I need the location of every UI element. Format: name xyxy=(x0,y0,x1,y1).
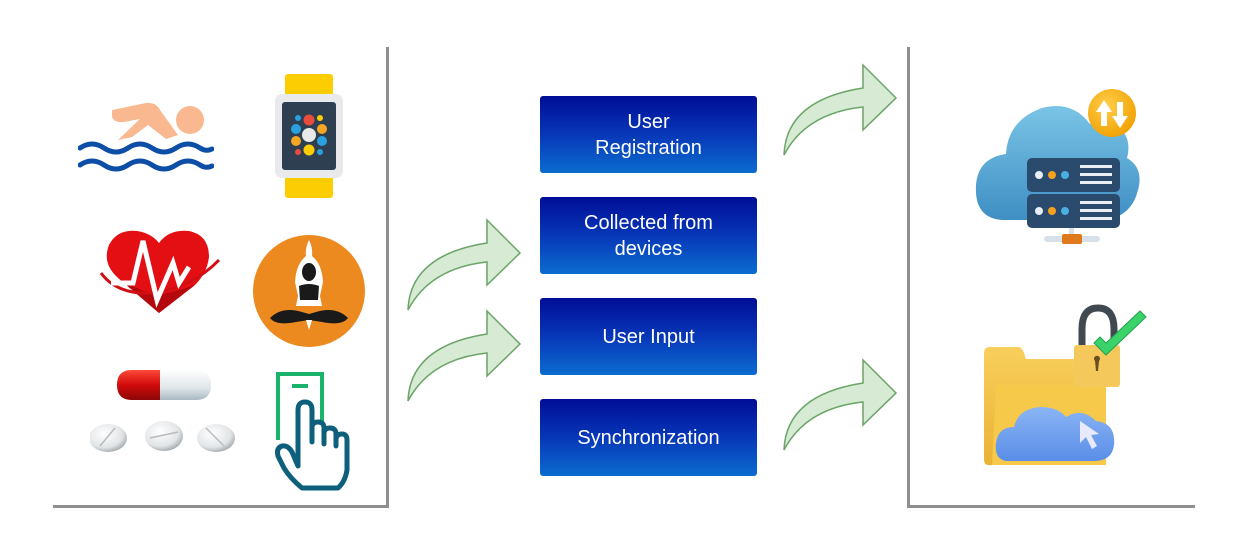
cloud-server-sync-icon xyxy=(975,89,1140,244)
step-user-registration[interactable]: User Registration xyxy=(540,96,757,173)
step-label: User Registration xyxy=(595,110,702,159)
arrow-sources-to-steps-2 xyxy=(407,309,522,402)
step-user-input[interactable]: User Input xyxy=(540,298,757,375)
pills-icon xyxy=(90,370,235,452)
left-panel-bottom-border xyxy=(53,505,389,508)
heart-rate-icon xyxy=(99,230,221,313)
left-panel-right-border xyxy=(386,47,389,508)
phone-touch-icon xyxy=(275,372,350,491)
right-panel-left-border xyxy=(907,47,910,508)
step-collected-from-devices[interactable]: Collected from devices xyxy=(540,197,757,274)
step-synchronization[interactable]: Synchronization xyxy=(540,399,757,476)
right-panel-bottom-border xyxy=(907,505,1195,508)
arrow-steps-to-secure-folder xyxy=(783,358,898,451)
step-label: User Input xyxy=(602,325,695,348)
step-label: Collected from devices xyxy=(584,211,713,260)
secure-cloud-folder-icon xyxy=(984,304,1147,465)
smartwatch-icon xyxy=(275,74,343,198)
arrow-sources-to-steps-1 xyxy=(407,218,522,311)
swimming-icon xyxy=(78,102,214,172)
yoga-icon xyxy=(253,235,365,347)
arrow-steps-to-cloud xyxy=(783,63,898,156)
step-label: Synchronization xyxy=(577,426,720,449)
